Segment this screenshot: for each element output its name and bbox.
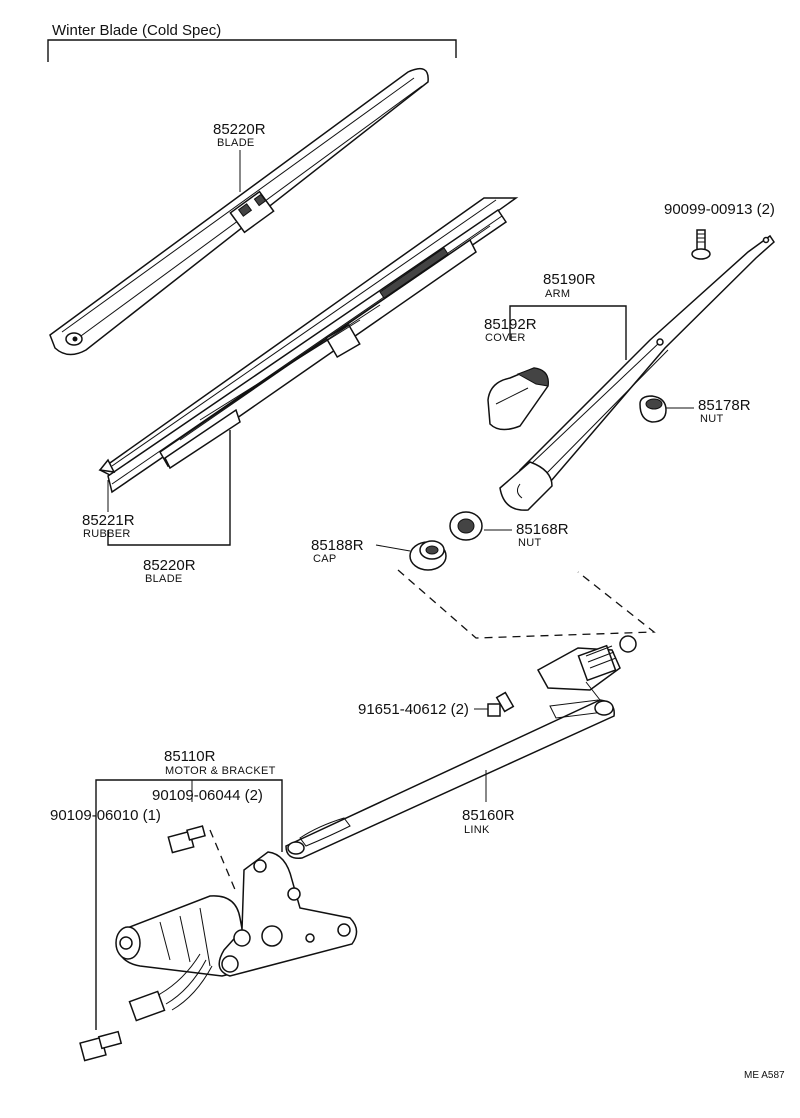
callout-blade-bottom: 85220R BLADE bbox=[143, 557, 196, 585]
link-drawing bbox=[285, 635, 637, 859]
part-number: 90109-06044 (2) bbox=[152, 787, 263, 804]
callout-motor: 85110R MOTOR & BRACKET bbox=[164, 748, 276, 777]
section-title: Winter Blade (Cold Spec) bbox=[52, 22, 221, 39]
footer-code: ME A587 bbox=[744, 1070, 785, 1081]
callout-cover: 85192R COVER bbox=[484, 316, 537, 344]
part-number: 85168R bbox=[516, 521, 569, 538]
part-number: 85220R bbox=[213, 121, 266, 138]
winter-blade-drawing bbox=[49, 67, 429, 356]
callout-bolt-motor-b: 90109-06010 (1) bbox=[50, 807, 161, 824]
part-number: 85220R bbox=[143, 557, 196, 574]
part-number: 90109-06010 (1) bbox=[50, 807, 161, 824]
part-number: 91651-40612 (2) bbox=[358, 701, 469, 718]
winter-blade-bracket: Winter Blade (Cold Spec) bbox=[47, 22, 457, 62]
callout-arm: 85190R ARM bbox=[543, 271, 596, 300]
callout-bolt-motor-a: 90109-06044 (2) bbox=[152, 787, 263, 804]
callout-rubber: 85221R RUBBER bbox=[82, 512, 135, 540]
part-name: BLADE bbox=[217, 137, 255, 149]
callout-nut-pivot: 85168R NUT bbox=[516, 521, 569, 549]
callout-screw-arm: 90099-00913 (2) bbox=[664, 201, 775, 218]
part-name: BLADE bbox=[145, 573, 183, 585]
nut-85168r-drawing bbox=[449, 511, 512, 541]
part-number: 85188R bbox=[311, 537, 364, 554]
motor-bracket-drawing bbox=[79, 779, 358, 1062]
part-number: 85192R bbox=[484, 316, 537, 333]
part-number: 85190R bbox=[543, 271, 596, 288]
part-name: MOTOR & BRACKET bbox=[165, 765, 276, 777]
nut-85178r-drawing bbox=[639, 395, 694, 423]
callout-link: 85160R LINK bbox=[462, 807, 515, 836]
callout-bolt-link: 91651-40612 (2) bbox=[358, 701, 469, 718]
arm-cover-drawing bbox=[487, 367, 549, 431]
part-name: LINK bbox=[464, 824, 490, 836]
screw-90099 bbox=[691, 229, 711, 260]
callout-blade-top: 85220R BLADE bbox=[213, 121, 266, 149]
part-number: 85221R bbox=[82, 512, 135, 529]
callout-nut-arm: 85178R NUT bbox=[698, 397, 751, 425]
dashed-outline bbox=[397, 569, 656, 639]
cap-85188r-drawing bbox=[375, 540, 447, 571]
wiper-blade-drawing bbox=[98, 197, 519, 546]
part-name: COVER bbox=[485, 332, 526, 344]
part-name: ARM bbox=[545, 288, 570, 300]
part-name: NUT bbox=[518, 537, 542, 549]
part-number: 85110R bbox=[164, 748, 216, 765]
part-number: 90099-00913 (2) bbox=[664, 201, 775, 218]
part-number: 85160R bbox=[462, 807, 515, 824]
bolt-91651-drawing bbox=[474, 691, 515, 717]
part-name: RUBBER bbox=[83, 528, 131, 540]
part-name: CAP bbox=[313, 553, 337, 565]
part-name: NUT bbox=[700, 413, 724, 425]
part-number: 85178R bbox=[698, 397, 751, 414]
wiper-arm-drawing bbox=[499, 234, 775, 511]
callout-cap: 85188R CAP bbox=[311, 537, 364, 565]
